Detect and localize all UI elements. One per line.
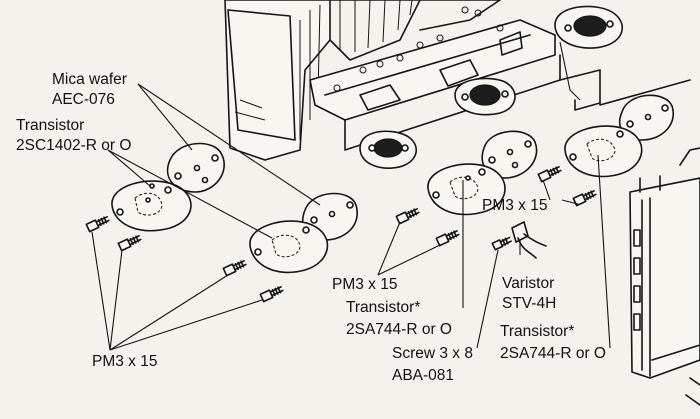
mounting-rail: [309, 6, 561, 151]
label-transistor-left-part: 2SC1402-R or O: [16, 137, 132, 154]
heat-sink: [224, 0, 501, 161]
mounted-transistor-3: [554, 5, 623, 49]
leader-lines: [91, 41, 611, 351]
label-screw-pm3-center: PM3 x 15: [332, 276, 398, 293]
label-screw-3x8: Screw 3 x 8: [392, 345, 473, 362]
label-screw-pm3-right: PM3 x 15: [482, 197, 548, 214]
label-transistor-center-part: 2SA744-R or O: [346, 321, 452, 338]
label-varistor: Varistor: [502, 275, 555, 292]
transistor-left-top: [111, 180, 192, 232]
label-screw-pm3-bottom-left: PM3 x 15: [92, 353, 158, 370]
label-transistor-left: Transistor: [16, 117, 85, 134]
right-heat-sink-frame: [629, 147, 700, 406]
label-mica-wafer-part: AEC-076: [52, 91, 115, 108]
mica-wafer-right2: [618, 94, 675, 141]
transistor-left-bottom: [249, 220, 329, 274]
transistor-right: [564, 125, 643, 178]
label-transistor-right: Transistor*: [500, 323, 575, 340]
side-bracket: [559, 69, 691, 111]
varistor-part: [511, 221, 547, 259]
screw-set: [85, 166, 597, 303]
transistor-center: [427, 163, 506, 216]
label-transistor-center: Transistor*: [346, 299, 421, 316]
mounted-transistor-1: [359, 130, 418, 169]
mounted-transistor-2: [454, 77, 516, 116]
label-varistor-part: STV-4H: [502, 295, 557, 312]
label-transistor-right-part: 2SA744-R or O: [500, 345, 606, 362]
label-mica-wafer: Mica wafer: [52, 71, 127, 88]
label-screw-3x8-part: ABA-081: [392, 367, 455, 384]
